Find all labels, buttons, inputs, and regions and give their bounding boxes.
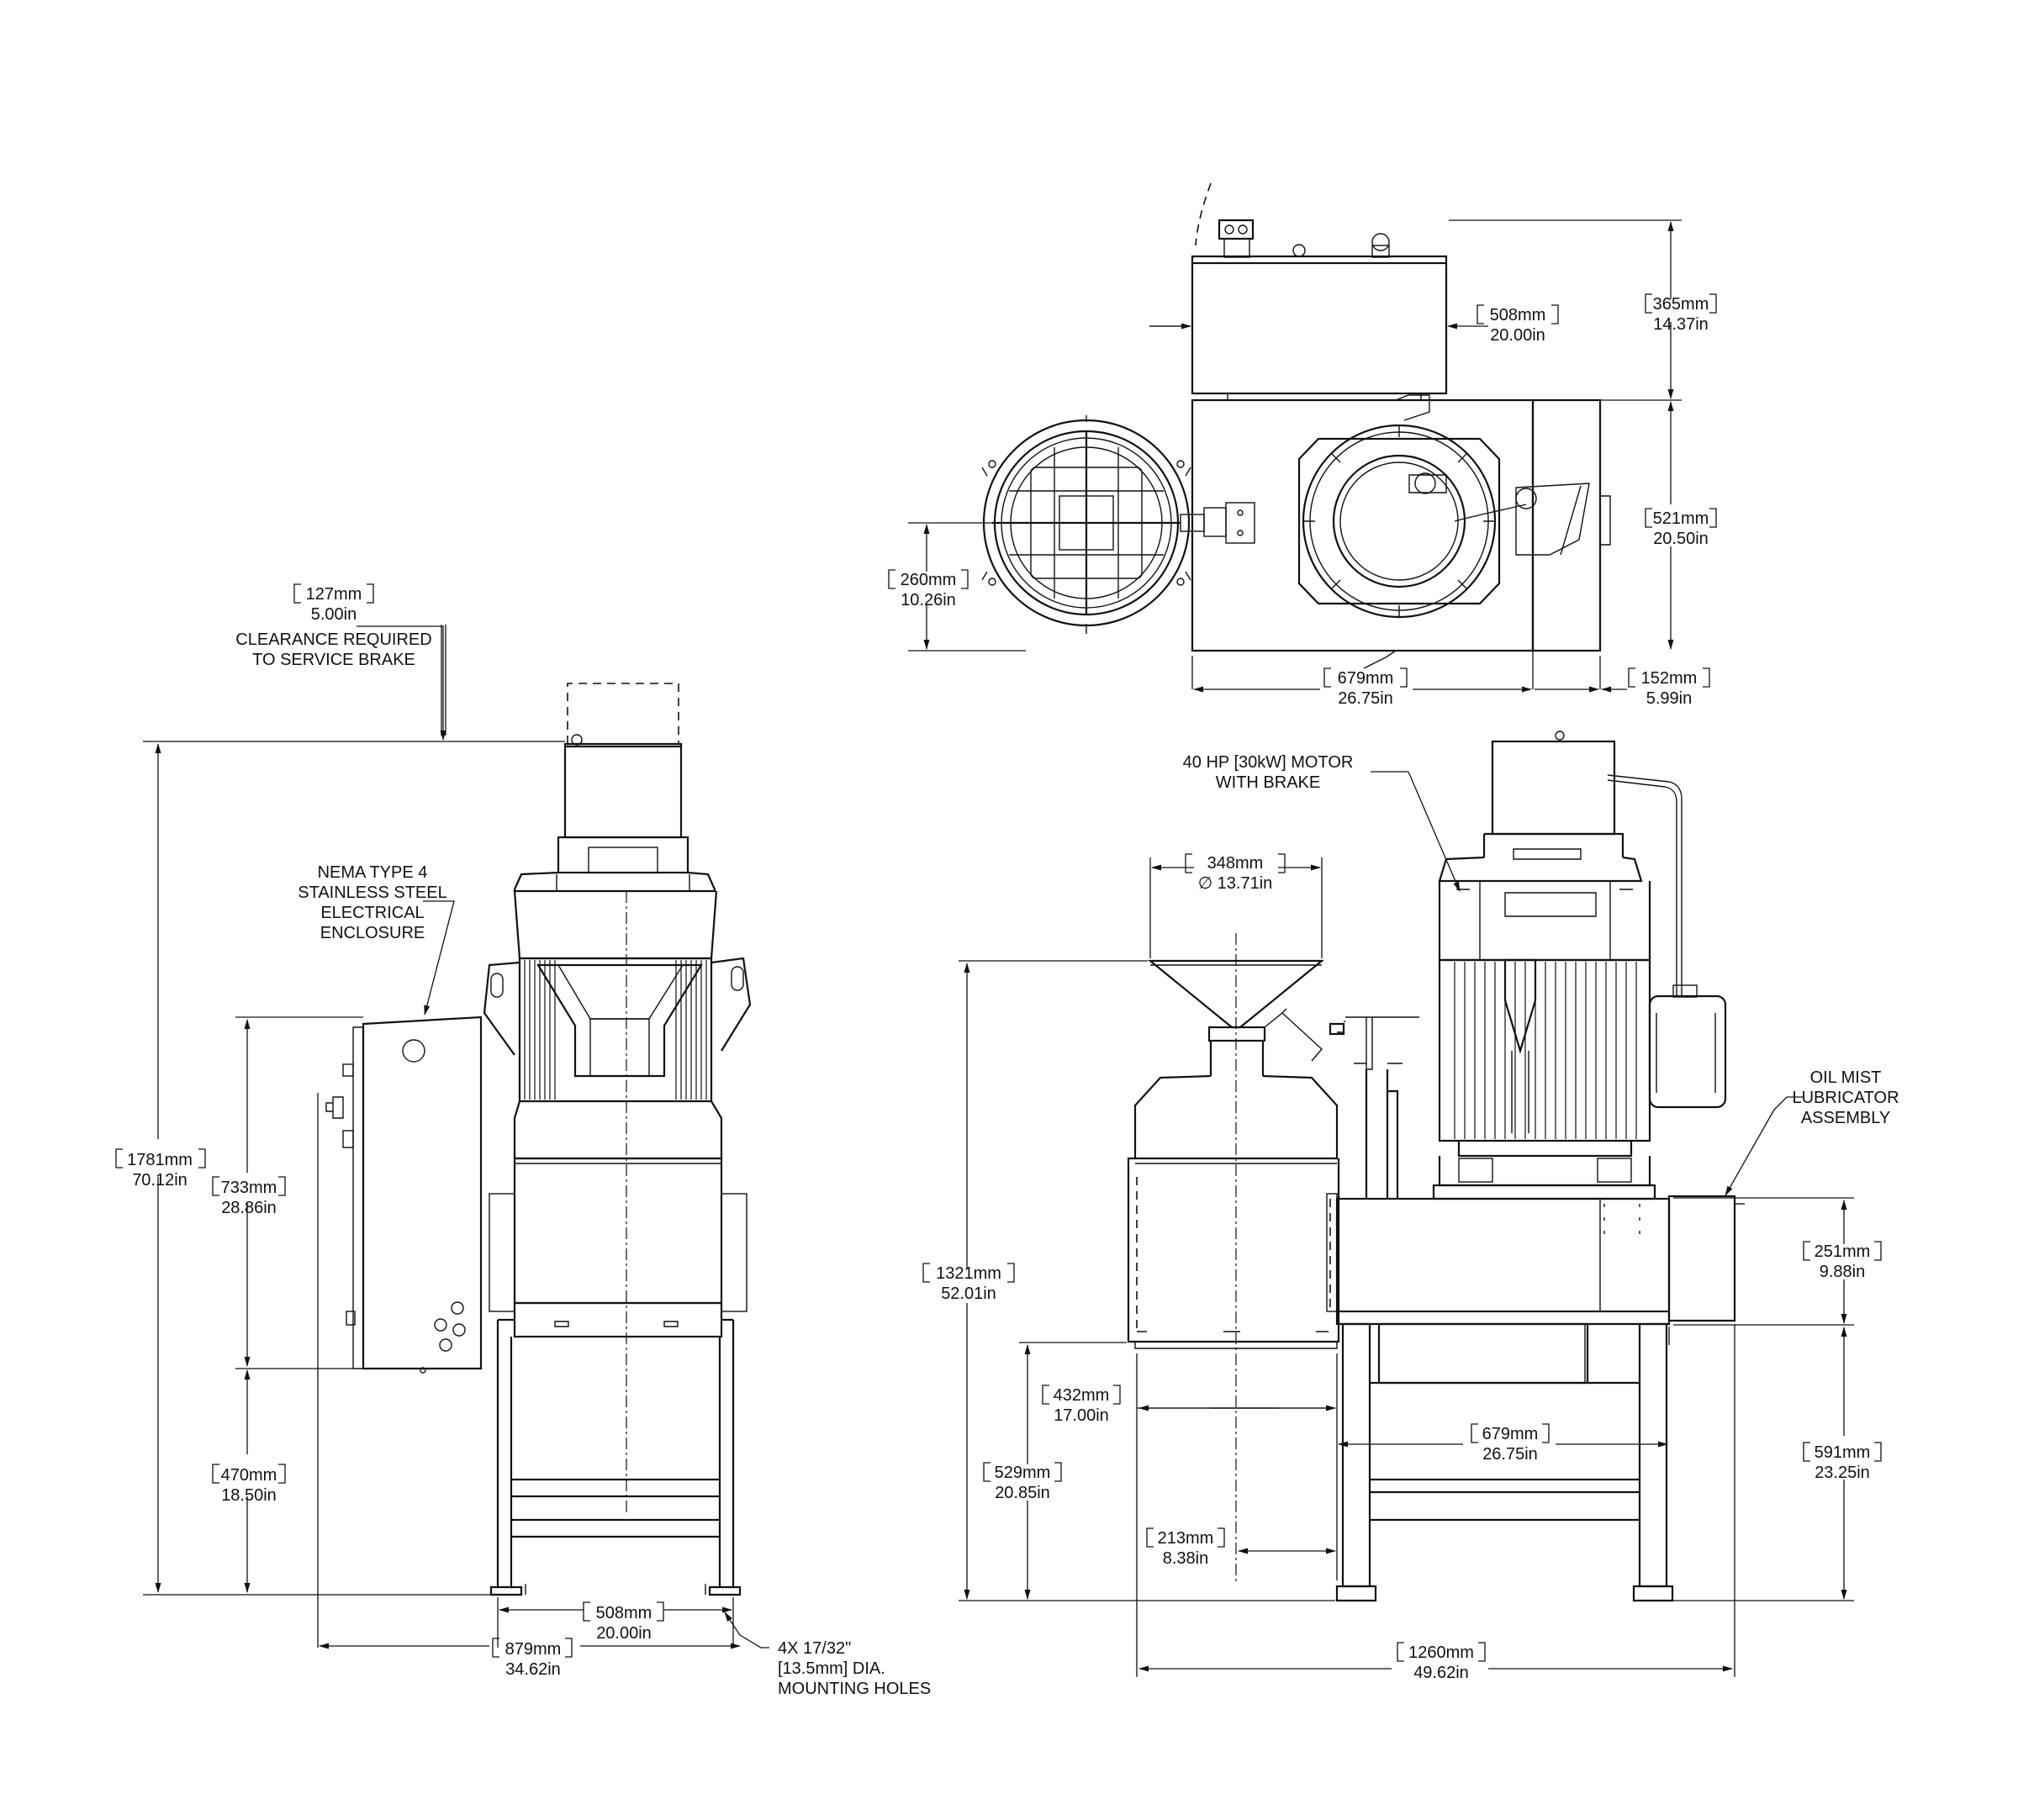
note-motor-line1: 40 HP [30kW] MOTOR [1183,753,1354,772]
dim-side-679-mm: 679mm [1482,1425,1539,1443]
note-mounting-line3: MOUNTING HOLES [778,1680,931,1698]
front-motor-fins [524,960,707,1100]
dim-front-1781-in: 70.12in [132,1171,188,1190]
side-view: 40 HP [30kW] MOTOR WITH BRAKE 348mm ∅ 13… [922,731,1899,1682]
note-mounting-line1: 4X 17/32" [778,1639,851,1658]
note-lubricator-line3: ASSEMBLY [1801,1109,1890,1127]
dim-side-591-mm: 591mm [1815,1443,1871,1462]
dim-top-508-mm: 508mm [1490,306,1546,324]
dim-top-260-mm: 260mm [901,571,957,589]
dim-top-508-in: 20.00in [1490,326,1545,345]
side-motor-fins [1454,962,1637,1139]
dim-front-733-in: 28.86in [221,1199,277,1217]
dim-front-733-mm: 733mm [221,1179,277,1197]
dim-side-1260-mm: 1260mm [1408,1643,1474,1662]
dim-side-591-in: 23.25in [1815,1464,1870,1482]
dim-side-251-mm: 251mm [1815,1242,1871,1261]
front-view: 127mm 5.00in CLEARANCE REQUIRED TO SERVI… [115,583,931,1698]
dim-top-365-mm: 365mm [1653,295,1709,314]
dim-side-348-in: ∅ 13.71in [1198,874,1273,893]
note-mounting-line2: [13.5mm] DIA. [778,1659,885,1678]
dim-top-152-mm: 152mm [1641,669,1698,688]
note-clearance-line2: TO SERVICE BRAKE [252,651,415,669]
dim-side-1321-in: 52.01in [941,1285,996,1303]
note-lubricator-line2: LUBRICATOR [1792,1089,1899,1107]
dim-side-1260-in: 49.62in [1413,1664,1469,1682]
dim-front-1781-mm: 1781mm [127,1151,193,1169]
dim-top-365-in: 14.37in [1653,315,1709,334]
dim-side-529-in: 20.85in [995,1484,1050,1502]
dim-top-521-in: 20.50in [1653,530,1709,548]
dim-top-260-in: 10.26in [901,591,956,609]
dim-front-470-in: 18.50in [221,1486,277,1505]
dim-top-521-mm: 521mm [1653,509,1709,528]
note-enclosure-line2: STAINLESS STEEL [298,884,446,902]
dim-top-152-in: 5.99in [1646,689,1693,708]
dim-side-529-mm: 529mm [995,1464,1051,1482]
note-lubricator-line1: OIL MIST [1810,1068,1882,1087]
note-enclosure-line4: ENCLOSURE [320,924,425,942]
dim-side-213-mm: 213mm [1158,1529,1214,1548]
dim-side-679-in: 26.75in [1482,1445,1538,1464]
dim-front-127-in: 5.00in [311,605,357,624]
note-motor-line2: WITH BRAKE [1216,773,1320,792]
dim-side-1321-mm: 1321mm [936,1264,1001,1283]
note-clearance-line1: CLEARANCE REQUIRED [235,630,431,649]
dim-side-348-mm: 348mm [1207,854,1264,873]
dim-side-432-in: 17.00in [1054,1406,1109,1425]
dim-front-508-in: 20.00in [596,1624,652,1643]
dim-front-879-in: 34.62in [505,1660,561,1679]
dim-side-432-mm: 432mm [1054,1386,1110,1405]
dim-top-679-in: 26.75in [1338,689,1393,708]
note-enclosure-line3: ELECTRICAL [320,904,424,922]
note-enclosure-line1: NEMA TYPE 4 [318,863,428,882]
dim-front-470-mm: 470mm [221,1466,277,1485]
dim-front-127-mm: 127mm [306,585,362,604]
dim-side-251-in: 9.88in [1820,1263,1866,1281]
dim-front-508-mm: 508mm [596,1604,652,1622]
dim-top-679-mm: 679mm [1338,669,1394,688]
dim-front-879-mm: 879mm [505,1640,562,1659]
top-view: 365mm 14.37in 508mm 20.00in 521mm 20.50i… [888,182,1717,708]
dim-side-213-in: 8.38in [1163,1549,1209,1568]
